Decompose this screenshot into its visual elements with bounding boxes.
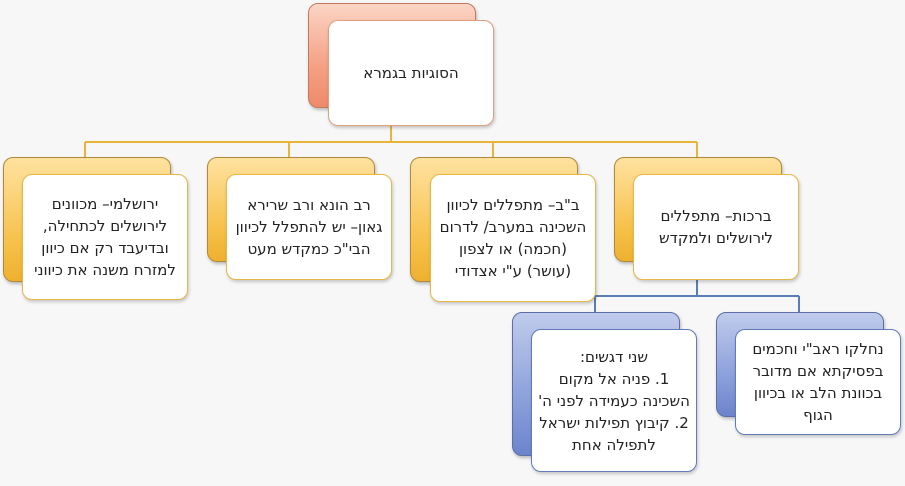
- root-node-text: הסוגיות בגמרא: [363, 64, 459, 82]
- root-node-box: הסוגיות בגמרא: [328, 20, 494, 126]
- node-dispute-text: נחלקו ראב"י וחכמים בפסיקתא אם מדובר בכוו…: [752, 340, 884, 424]
- node-bava-batra-box: ב"ב– מתפללים לכיוון השכינה במערב/ לדרום …: [430, 174, 596, 302]
- node-rav-huna-box: רב הונא ורב שרירא גאון– יש להתפלל לכיוון…: [226, 174, 392, 280]
- node-yerushalmi-text: ירושלמי– מכוונים לירושלים לכתחילה, ובדיע…: [34, 195, 176, 279]
- node-dispute-box: נחלקו ראב"י וחכמים בפסיקתא אם מדובר בכוו…: [735, 329, 901, 435]
- node-yerushalmi-box: ירושלמי– מכוונים לירושלים לכתחילה, ובדיע…: [22, 174, 188, 300]
- node-rav-huna-text: רב הונא ורב שרירא גאון– יש להתפלל לכיוון…: [235, 196, 383, 258]
- node-berakhot-text: ברכות– מתפללים לירושלים ולמקדש: [659, 207, 773, 247]
- node-berakhot-box: ברכות– מתפללים לירושלים ולמקדש: [633, 174, 799, 280]
- node-two-emphases-box: שני דגשים: 1. פניה אל מקום השכינה כעמידה…: [531, 329, 697, 472]
- node-bava-batra-text: ב"ב– מתפללים לכיוון השכינה במערב/ לדרום …: [439, 196, 587, 280]
- node-two-emphases-text: שני דגשים: 1. פניה אל מקום השכינה כעמידה…: [538, 347, 690, 454]
